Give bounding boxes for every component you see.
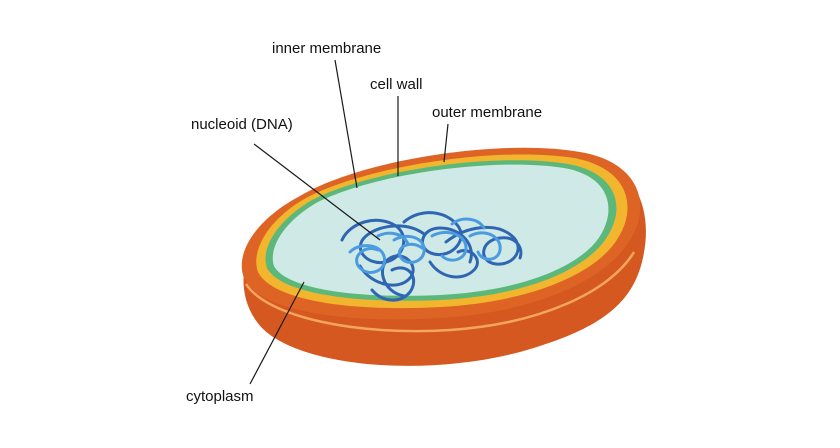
label-cell-wall: cell wall: [370, 76, 423, 93]
side-highlight: [244, 251, 636, 333]
leader-line-nucleoid: [253, 143, 381, 241]
label-nucleoid: nucleoid (DNA): [191, 116, 293, 133]
label-outer-membrane: outer membrane: [432, 104, 543, 121]
leader-line-inner-membrane: [334, 59, 358, 189]
leader-line-cytoplasm: [249, 281, 305, 385]
leader-line-outer-membrane: [443, 123, 449, 163]
label-cytoplasm: cytoplasm: [186, 388, 254, 405]
label-inner-membrane: inner membrane: [272, 40, 382, 57]
leader-lines: [249, 59, 449, 385]
nucleoid-dna-tangle: [340, 211, 523, 302]
